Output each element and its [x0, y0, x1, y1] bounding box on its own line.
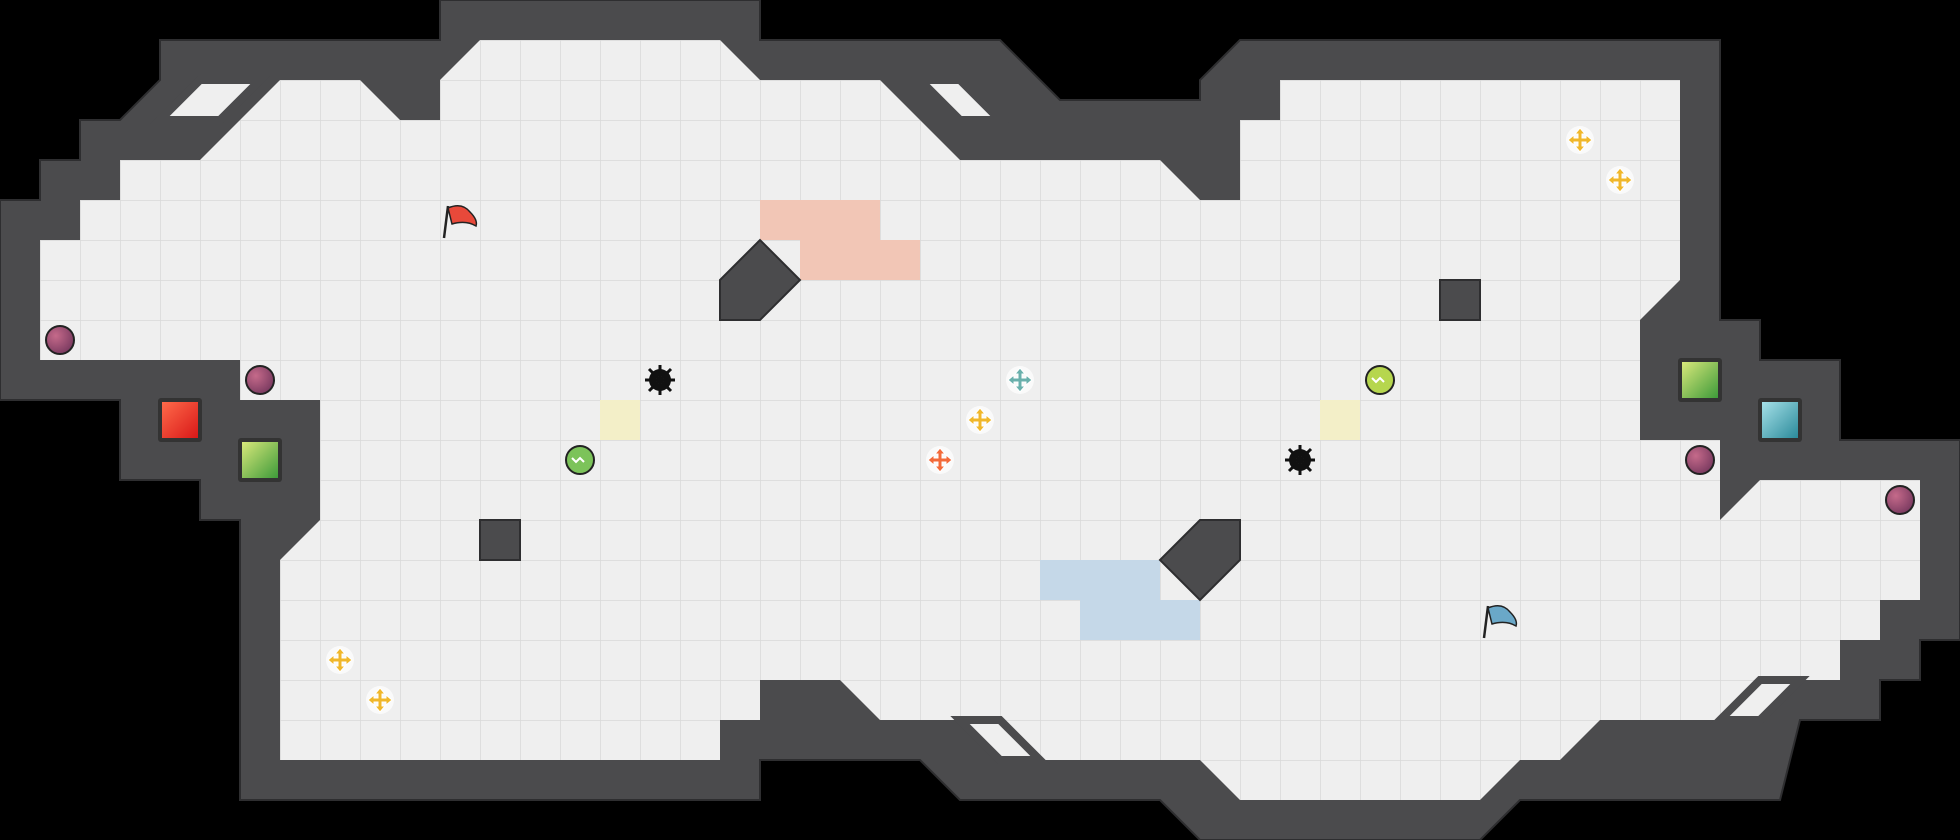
yellow-pad-right [1320, 400, 1360, 440]
obstacle-wedge-top [719, 238, 802, 321]
bomb-icon [1685, 445, 1715, 475]
yellow-boost-icon [1606, 166, 1634, 194]
teal-boost-icon [1006, 366, 1034, 394]
spike-icon [645, 365, 675, 395]
yellow-boost-icon [1566, 126, 1594, 154]
inner-wall-strips [150, 76, 1810, 764]
obstacle-block-right [1439, 279, 1481, 321]
obstacle-block-left [479, 519, 521, 561]
portal-icon [1678, 358, 1722, 402]
portal-icon [1758, 398, 1802, 442]
spike-icon [1285, 445, 1315, 475]
yellow-boost-icon [966, 406, 994, 434]
red-team-zone [760, 200, 920, 280]
blue-flag-icon [1482, 605, 1518, 639]
bomb-icon [1885, 485, 1915, 515]
obstacle-wedge-bottom [1158, 519, 1241, 602]
portal-icon [158, 398, 202, 442]
powerup-icon [1365, 365, 1395, 395]
yellow-boost-icon [366, 686, 394, 714]
bomb-icon [245, 365, 275, 395]
yellow-boost-icon [326, 646, 354, 674]
powerup-icon [565, 445, 595, 475]
red-boost-icon [926, 446, 954, 474]
yellow-pad-left [600, 400, 640, 440]
blue-team-zone [1040, 560, 1200, 640]
portal-icon [238, 438, 282, 482]
red-flag-icon [442, 205, 478, 239]
bomb-icon [45, 325, 75, 355]
